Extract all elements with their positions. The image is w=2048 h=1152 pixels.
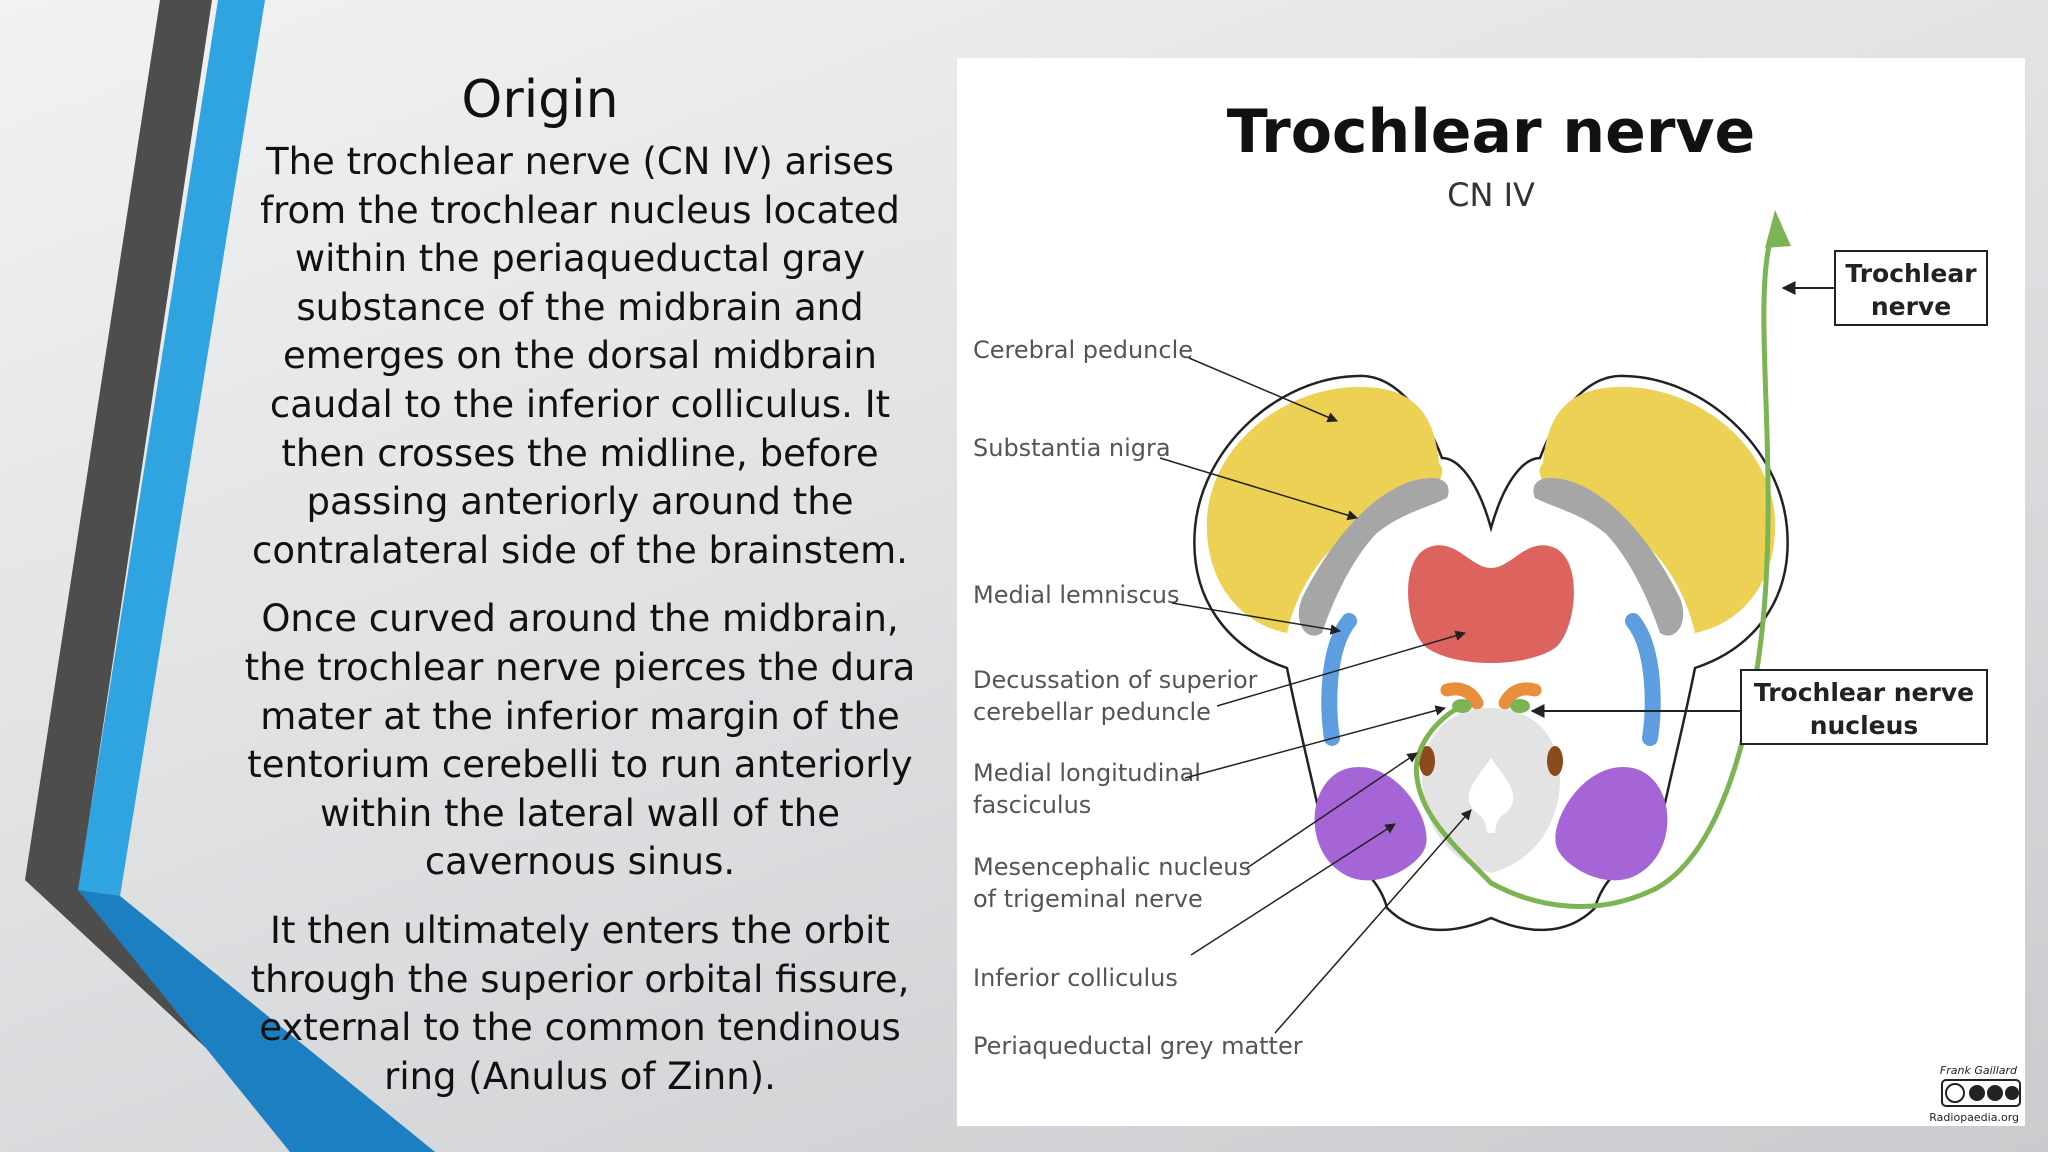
cc-license-badge xyxy=(1941,1079,2021,1107)
trochlear-nerve-box-line2: nerve xyxy=(1871,292,1951,321)
trochlear-nerve-diagram: Trochlear nerve CN IV xyxy=(957,58,2025,1126)
medial-lemniscus-left xyxy=(1321,613,1357,746)
diagram-subtitle: CN IV xyxy=(1447,176,1535,214)
trochlear-nucleus-right xyxy=(1510,699,1530,713)
credit-site: Radiopaedia.org xyxy=(1929,1111,2019,1124)
inferior-colliculus-left xyxy=(1314,766,1427,881)
label-decussation-line2: cerebellar peduncle xyxy=(973,698,1211,726)
label-periaqueductal: Periaqueductal grey matter xyxy=(973,1032,1303,1060)
leader-decussation xyxy=(1216,630,1467,707)
mesencephalic-nucleus-left xyxy=(1419,746,1435,776)
trochlear-nerve-path xyxy=(1413,227,1777,909)
decussation-left xyxy=(1440,682,1484,710)
leader-cerebral-peduncle xyxy=(1188,357,1338,423)
paragraph-orbit: It then ultimately enters the orbit thro… xyxy=(250,908,910,1098)
slide-title: Origin xyxy=(461,70,619,130)
leader-substantia-nigra xyxy=(1159,457,1359,521)
trochlear-nucleus-box-line1: Trochlear nerve xyxy=(1754,678,1974,707)
blue-wedge xyxy=(78,890,435,1152)
label-mesencephalic-line1: Mesencephalic nucleus xyxy=(973,853,1251,881)
label-mesencephalic-line2: of trigeminal nerve xyxy=(973,885,1203,913)
trochlear-nucleus-box-line2: nucleus xyxy=(1810,711,1919,740)
label-mlf-line2: fasciculus xyxy=(973,791,1091,819)
label-medial-lemniscus: Medial lemniscus xyxy=(973,581,1179,609)
trochlear-nerve-box xyxy=(1834,250,1988,326)
substantia-nigra-right xyxy=(1533,478,1684,636)
diagram-title: Trochlear nerve xyxy=(1227,97,1755,167)
label-substantia-nigra: Substantia nigra xyxy=(973,434,1171,462)
leader-mlf xyxy=(1184,705,1447,779)
leader-mesencephalic xyxy=(1246,752,1418,869)
credit-author: Frank Gaillard xyxy=(1940,1064,2018,1077)
medial-lemniscus-right xyxy=(1625,613,1661,746)
label-cerebral-peduncle: Cerebral peduncle xyxy=(973,336,1193,364)
mesencephalic-nucleus-right xyxy=(1547,746,1563,776)
aqueduct xyxy=(1468,758,1514,833)
leader-inferior-colliculus xyxy=(1190,823,1396,956)
paragraph-origin: The trochlear nerve (CN IV) arises from … xyxy=(252,140,908,572)
leader-periaqueductal xyxy=(1274,809,1472,1034)
red-nucleus xyxy=(1408,545,1574,663)
dark-stripe xyxy=(25,0,395,1152)
inferior-colliculus-right xyxy=(1555,766,1668,881)
decussation-right xyxy=(1498,682,1542,710)
trochlear-nerve-box-line1: Trochlear xyxy=(1845,259,1977,288)
substantia-nigra-left xyxy=(1298,478,1449,636)
leader-medial-lemniscus xyxy=(1171,602,1342,635)
text-panel: Origin The trochlear nerve (CN IV) arise… xyxy=(230,70,930,1121)
label-mlf-line1: Medial longitudinal xyxy=(973,759,1201,787)
paragraph-course: Once curved around the midbrain, the tro… xyxy=(244,597,916,884)
cerebral-peduncle-right xyxy=(1539,386,1776,633)
cerebral-peduncle-left xyxy=(1206,386,1443,633)
diagram-svg: Trochlear nerve CN IV xyxy=(973,97,2021,1124)
nerve-arrowhead xyxy=(1765,210,1791,248)
label-inferior-colliculus: Inferior colliculus xyxy=(973,964,1178,992)
label-decussation-line1: Decussation of superior xyxy=(973,666,1258,694)
trochlear-nucleus-box xyxy=(1740,669,1988,745)
blue-stripe xyxy=(78,0,435,1152)
